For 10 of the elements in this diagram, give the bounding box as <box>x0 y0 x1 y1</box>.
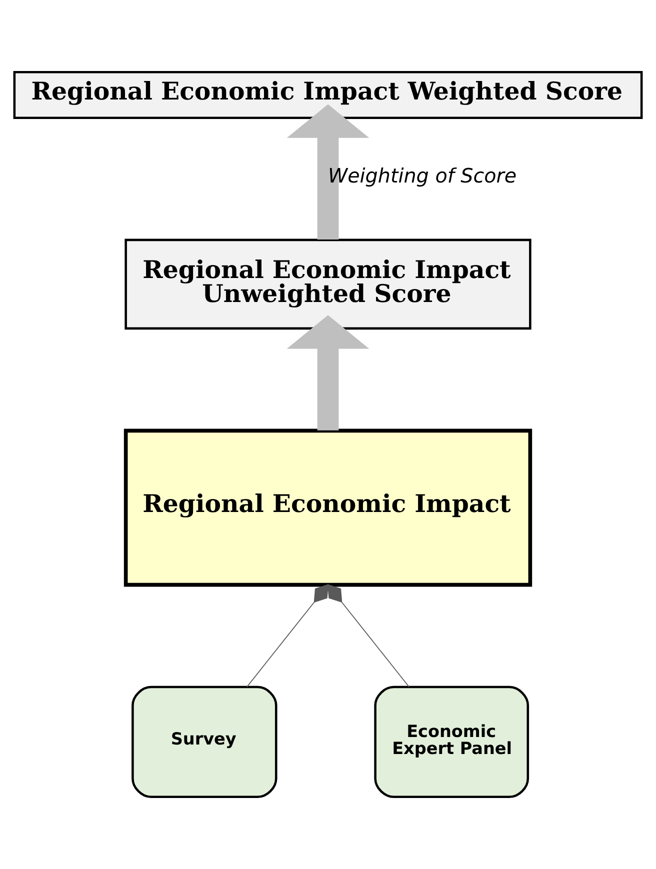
edge-label: Weighting of Score <box>328 164 517 188</box>
arrow <box>286 104 370 240</box>
arrow <box>286 315 370 430</box>
node-box: Survey <box>132 686 278 798</box>
node-box: Economic Expert Panel <box>374 686 530 798</box>
node-box: Regional Economic Impact Unweighted Score <box>124 238 532 330</box>
node-box: Regional Economic Impact <box>124 428 532 587</box>
connector <box>327 584 410 688</box>
connector <box>246 584 329 688</box>
node-box: Regional Economic Impact Weighted Score <box>13 70 643 120</box>
